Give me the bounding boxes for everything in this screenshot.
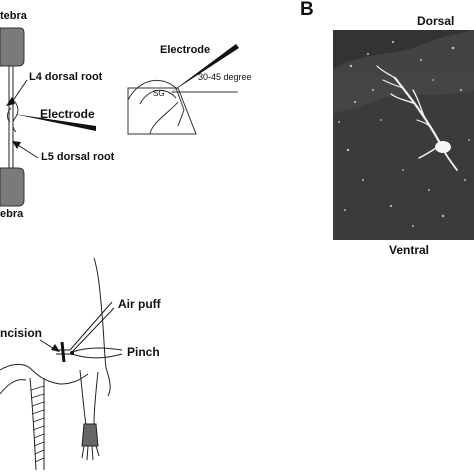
vertebra-bottom-shape	[0, 167, 25, 207]
incision-mark	[60, 341, 66, 363]
l5-arrowhead	[12, 141, 21, 149]
vertebra-bottom-label: ebra	[0, 208, 24, 220]
l4-arrowhead	[6, 97, 15, 106]
panel-a-schematic	[0, 27, 239, 207]
panel-c-schematic	[0, 257, 123, 471]
inset-electrode-label: Electrode	[160, 44, 211, 56]
rat-tail	[29, 377, 37, 471]
vertebra-top-label: tebra	[0, 10, 27, 22]
inset-sg-label: SG	[153, 89, 165, 98]
air-puff-label: Air puff	[118, 297, 161, 311]
ventral-label: Ventral	[389, 243, 430, 257]
pinch-label: Pinch	[127, 345, 160, 359]
panel-b-letter: B	[300, 0, 314, 20]
incision-arrowhead	[51, 344, 60, 352]
electrode-shape	[14, 114, 96, 131]
incision-label: ncision	[0, 326, 43, 340]
rat-body-outline	[93, 257, 111, 397]
rat-foot	[81, 423, 99, 447]
inset-slice-outline	[127, 87, 197, 135]
inset-electrode-shape	[170, 44, 239, 93]
inset-angle-label: 30-45 degree	[198, 72, 252, 82]
electrode-label: Electrode	[40, 107, 95, 121]
dorsal-label: Dorsal	[417, 14, 455, 28]
vertebra-top-shape	[0, 27, 25, 67]
l4-dorsal-root-label: L4 dorsal root	[29, 71, 103, 83]
pinch-forceps	[71, 347, 123, 359]
neuron-micrograph	[333, 30, 474, 240]
l5-dorsal-root-label: L5 dorsal root	[41, 151, 115, 163]
